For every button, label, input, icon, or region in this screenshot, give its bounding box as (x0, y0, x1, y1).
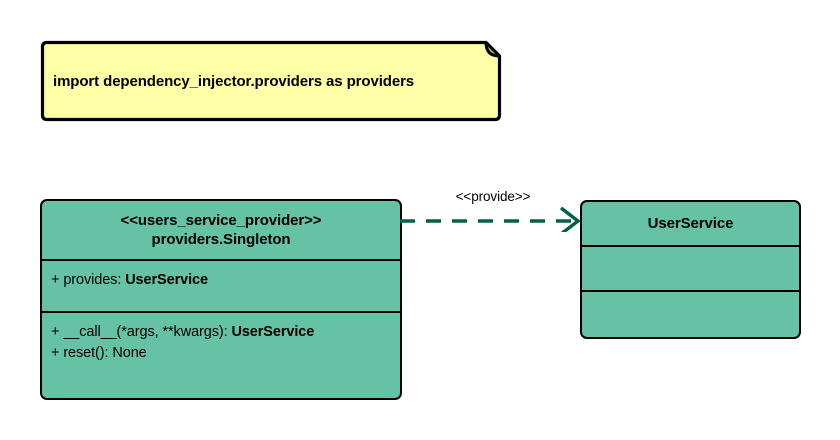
class-stereotype: <<users_service_provider>> (120, 212, 322, 229)
attribute-visibility: + (51, 272, 60, 288)
class-attributes-user-service (582, 245, 799, 290)
note-text: import dependency_injector.providers as … (53, 72, 415, 90)
attribute-label: provides: (63, 272, 126, 288)
attribute-type: UserService (125, 272, 208, 288)
operation-row: + __call__(*args, **kwargs): UserService (51, 322, 392, 343)
attribute-row: + provides: UserService (51, 270, 392, 291)
operation-visibility: + (51, 324, 60, 340)
class-name: UserService (647, 215, 734, 232)
class-name: providers.Singleton (151, 231, 291, 248)
dependency-arrow (400, 206, 581, 232)
class-header-user-service: UserService (582, 202, 799, 245)
note-import[interactable]: import dependency_injector.providers as … (40, 40, 502, 122)
operation-visibility: + (51, 345, 60, 361)
operation-type: UserService (231, 324, 315, 340)
class-operations-provider: + __call__(*args, **kwargs): UserService… (42, 311, 400, 396)
operation-label: __call__(*args, **kwargs): (63, 324, 232, 340)
class-header-provider: <<users_service_provider>> providers.Sin… (42, 201, 400, 259)
operation-row: + reset(): None (51, 343, 392, 364)
class-box-user-service[interactable]: UserService (580, 200, 801, 339)
operation-label: reset(): None (63, 345, 147, 361)
note-shape-icon (40, 40, 502, 122)
class-attributes-provider: + provides: UserService (42, 259, 400, 311)
arrowhead-open-icon (559, 206, 581, 232)
class-operations-user-service (582, 290, 799, 336)
class-box-users-service-provider[interactable]: <<users_service_provider>> providers.Sin… (40, 199, 402, 400)
dependency-label: <<provide>> (455, 189, 531, 204)
